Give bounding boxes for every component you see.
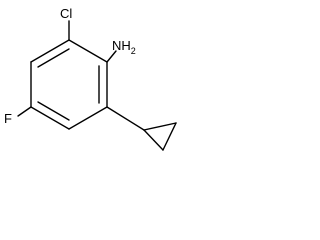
amine-bond	[106, 50, 117, 63]
fluorine-label: F	[4, 111, 12, 126]
ring-bond	[30, 106, 70, 130]
cyclopropyl-ring-bond	[143, 122, 177, 131]
ring-bond	[30, 39, 70, 63]
amine-main-label: NH	[112, 38, 131, 53]
ring-bond-inner	[37, 48, 70, 68]
cyclopropyl-ring-bond	[143, 129, 164, 151]
ring-bond	[68, 106, 108, 130]
cyclopropyl-bond	[106, 106, 145, 131]
ring-bond-inner	[37, 101, 70, 121]
chlorine-label: Cl	[60, 6, 72, 21]
ring-bond	[68, 39, 108, 63]
amine-label: NH2	[112, 38, 136, 56]
fluorine-bond	[17, 106, 32, 117]
molecule-structure: Cl NH2 F	[4, 6, 177, 151]
amine-subscript-label: 2	[131, 46, 136, 56]
benzene-ring	[30, 39, 108, 130]
cyclopropyl-ring-bond	[162, 122, 177, 151]
cyclopropyl-group	[106, 106, 177, 151]
